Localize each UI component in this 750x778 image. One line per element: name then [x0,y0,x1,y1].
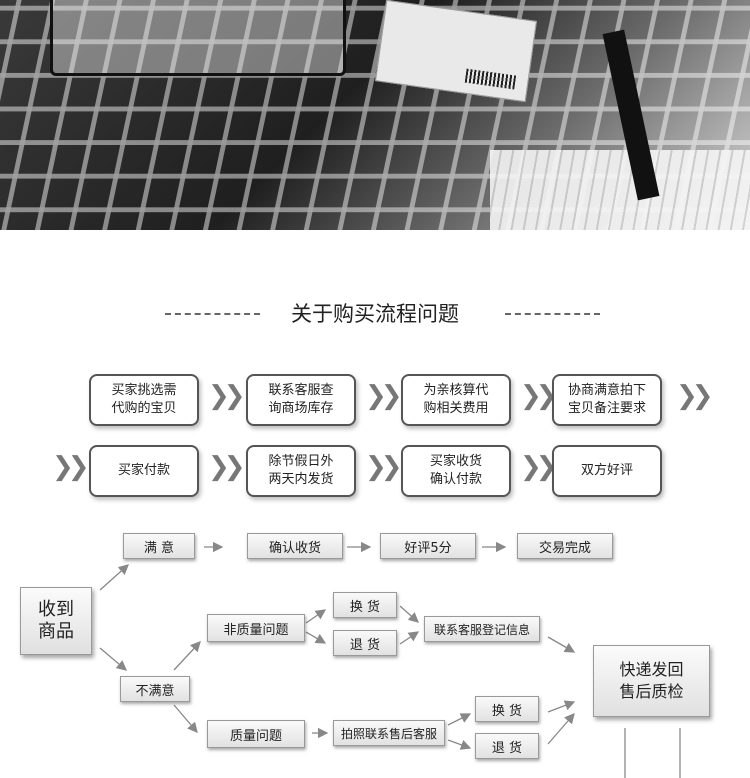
return-box-2: 退 货 [475,733,539,759]
not-satisfied-box: 不满意 [120,676,190,702]
confirm-receipt-box: 确认收货 [247,533,343,559]
exchange-box-1: 换 货 [333,592,397,618]
quality-issue-box: 质量问题 [207,720,305,748]
contact-cs-register-box: 联系客服登记信息 [424,616,540,642]
photo-contact-aftersales-box: 拍照联系售后客服 [333,720,445,746]
received-goods-box: 收到 商品 [20,587,92,655]
deal-complete-box: 交易完成 [517,533,613,559]
five-star-review-box: 好评5分 [380,533,476,559]
non-quality-issue-box: 非质量问题 [207,614,305,642]
satisfied-box: 满 意 [123,533,195,559]
return-box-1: 退 货 [333,630,397,656]
express-return-qc-box: 快递发回 售后质检 [593,645,710,717]
exchange-box-2: 换 货 [475,696,539,722]
